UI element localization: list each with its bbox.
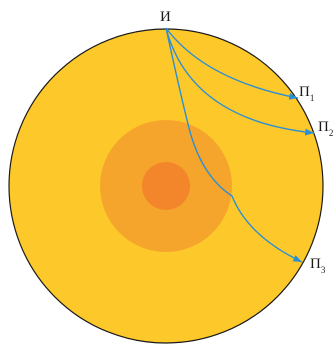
ray-to-receiver-2 [165, 27, 315, 136]
receiver-2-label: П2 [318, 119, 333, 138]
receiver-1-label: П1 [299, 84, 314, 103]
source-label: И [160, 9, 171, 25]
receiver-2-letter: П [318, 119, 329, 135]
receiver-1-index: 1 [310, 93, 315, 103]
ray-to-receiver-3 [165, 27, 303, 263]
receiver-1-letter: П [299, 84, 310, 100]
receiver-3-label: П3 [310, 256, 326, 275]
receiver-3-letter: П [310, 256, 321, 272]
receiver-3-index: 3 [321, 265, 326, 275]
ray-to-receiver-1 [165, 27, 299, 100]
inner-core [142, 162, 190, 210]
receiver-2-index: 2 [329, 128, 334, 138]
